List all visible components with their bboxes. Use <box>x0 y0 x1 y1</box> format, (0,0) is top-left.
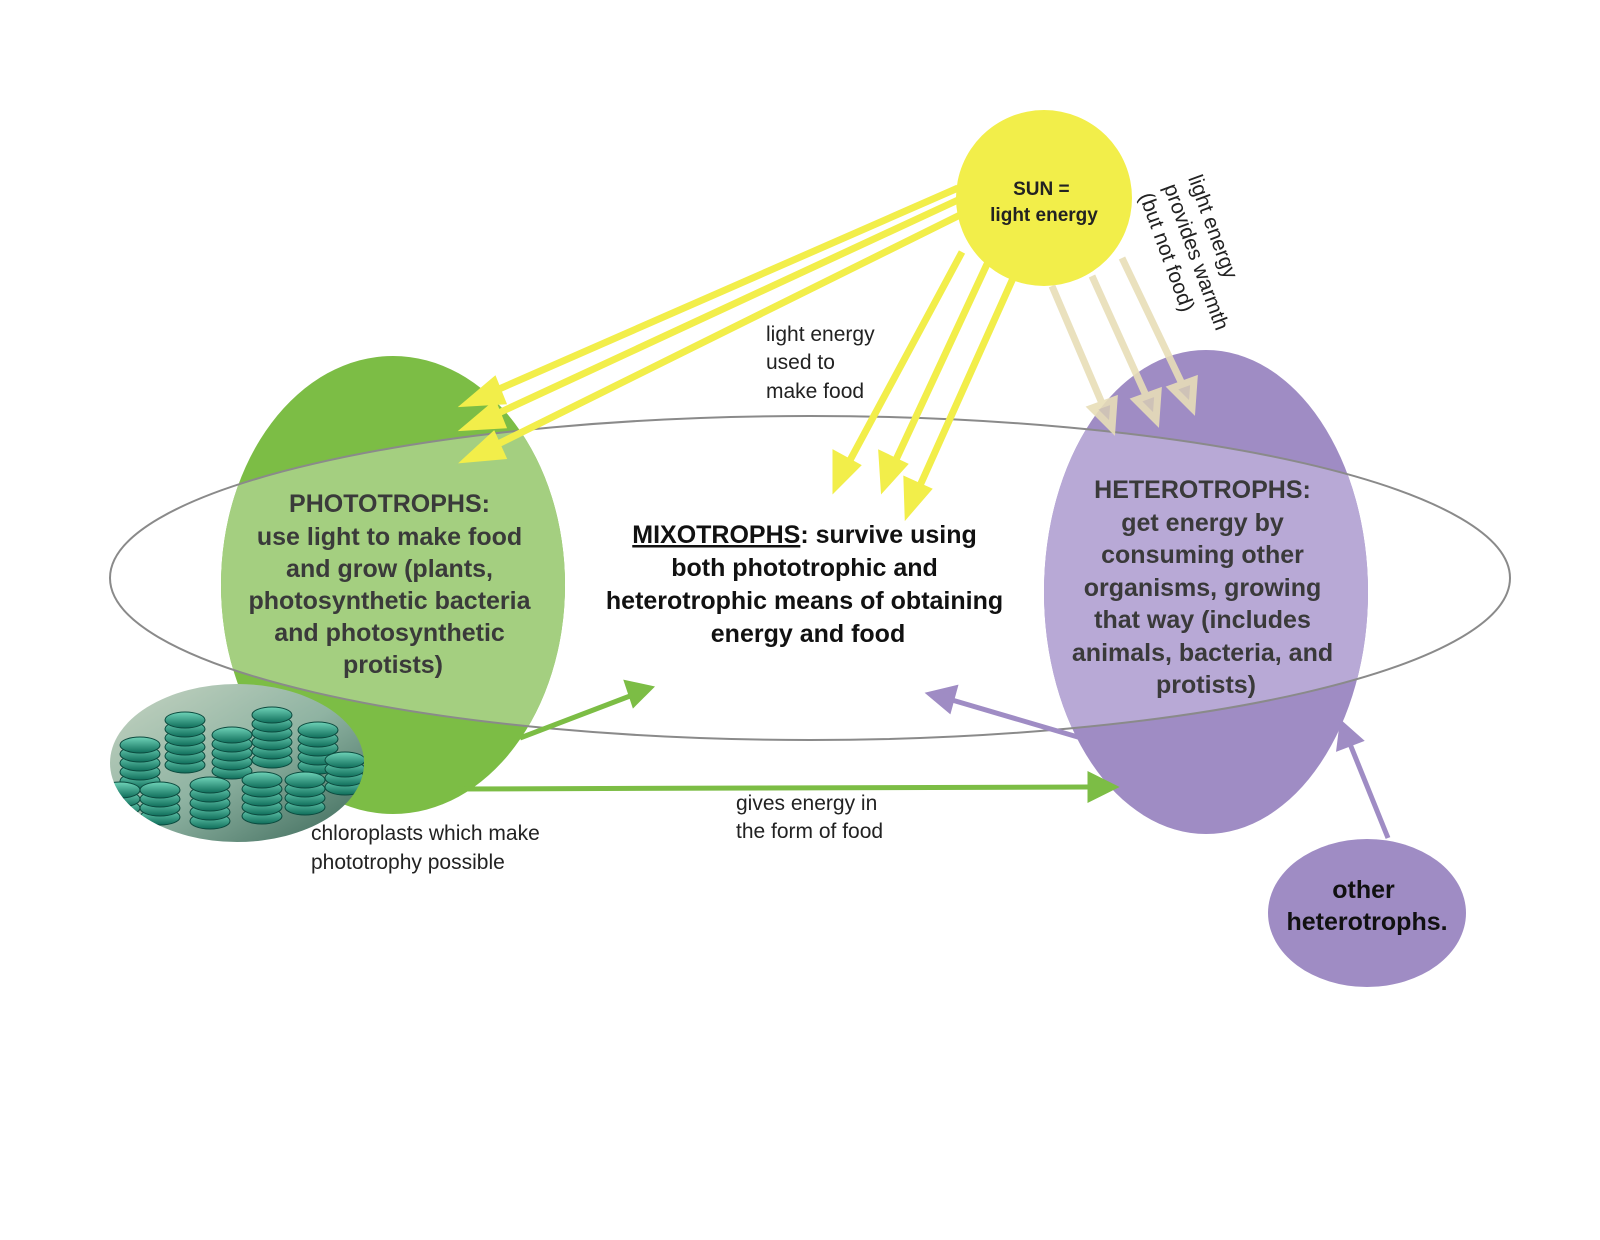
phototrophs-line4: and photosynthetic <box>274 619 505 647</box>
other-heterotrophs-line2: heterotrophs. <box>1286 908 1447 936</box>
mixotrophs-line0: MIXOTROPHS: survive using <box>632 521 977 549</box>
mixotrophs-line3: energy and food <box>711 620 905 648</box>
sun-circle <box>956 110 1132 286</box>
granum-disc <box>110 781 141 799</box>
light-food-line2: used to <box>766 351 835 374</box>
svg-text:PHOTOTROPHS: use light to: PHOTOTROPHS: use light to make food and … <box>249 490 538 679</box>
other-heterotrophs-oval <box>1268 839 1466 987</box>
mixotrophs-line1: both phototrophic and <box>671 554 938 582</box>
food-arrows <box>451 679 1120 804</box>
heterotrophs-line1: get energy by <box>1121 509 1284 537</box>
heterotrophs-line3: organisms, growing <box>1084 574 1322 602</box>
chloroplast-caption-line2: phototrophy possible <box>311 851 505 874</box>
mixotroph-ellipse <box>109 415 1511 741</box>
other-heterotrophs-line1: other <box>1332 876 1395 904</box>
chloroplast-image <box>110 684 364 842</box>
heterotrophs-line5: animals, bacteria, and <box>1072 639 1333 667</box>
chloroplast-caption-line1: chloroplasts which make <box>311 822 540 845</box>
light-food-line3: make food <box>766 380 864 403</box>
svg-text:MIXOTROPHS: survive using: MIXOTROPHS: survive using both phototrop… <box>606 521 1010 648</box>
granum-disc <box>189 776 231 794</box>
granum-disc <box>297 721 339 739</box>
mixotrophs-term: MIXOTROPHS <box>632 521 800 549</box>
granum-disc <box>241 771 283 789</box>
mixotrophs-rest: : survive using <box>800 521 976 549</box>
light-arrows-to-mixotrophs <box>832 250 1018 522</box>
food-transfer-line2: the form of food <box>736 820 883 843</box>
svg-text:gives energy in the form o: gives energy in the form of food <box>736 792 883 843</box>
granum-disc <box>284 771 326 789</box>
heterotrophs-line6: protists) <box>1156 671 1256 699</box>
phototrophs-heading: PHOTOTROPHS: <box>289 490 490 518</box>
svg-text:light energy used to m: light energy used to make food <box>766 323 880 403</box>
svg-text:chloroplasts which make ph: chloroplasts which make phototrophy poss… <box>311 822 546 874</box>
granum-disc <box>164 711 206 729</box>
granum-disc <box>119 736 161 754</box>
phototrophs-line5: protists) <box>343 651 443 679</box>
heterotroph-arrows <box>924 684 1391 839</box>
food-transfer-line1: gives energy in <box>736 792 877 815</box>
sun-label-line2: light energy <box>990 205 1098 226</box>
granum-disc <box>324 751 364 769</box>
mixotrophs-line2: heterotrophic means of obtaining <box>606 587 1003 615</box>
sun-label-line1: SUN = <box>1013 179 1070 200</box>
svg-text:HETEROTROPHS: get energy b: HETEROTROPHS: get energy by consuming ot… <box>1072 476 1340 699</box>
svg-text:other heterotrophs.: other heterotrophs. <box>1286 876 1447 936</box>
granum-disc <box>251 706 293 724</box>
granum-disc <box>139 781 181 799</box>
heterotrophs-heading: HETEROTROPHS: <box>1094 476 1311 504</box>
light-food-line1: light energy <box>766 323 875 346</box>
granum-disc <box>211 726 253 744</box>
phototrophs-line2: and grow (plants, <box>286 555 493 583</box>
heterotrophs-line4: that way (includes <box>1094 606 1311 634</box>
warmth-arrows <box>1048 256 1198 436</box>
phototrophs-line3: photosynthetic bacteria <box>249 587 532 615</box>
svg-text:SUN = light energy: SUN = light energy <box>990 179 1098 226</box>
phototrophs-line1: use light to make food <box>257 523 522 551</box>
heterotrophs-line2: consuming other <box>1101 541 1304 569</box>
light-arrows-to-phototrophs <box>457 184 964 464</box>
